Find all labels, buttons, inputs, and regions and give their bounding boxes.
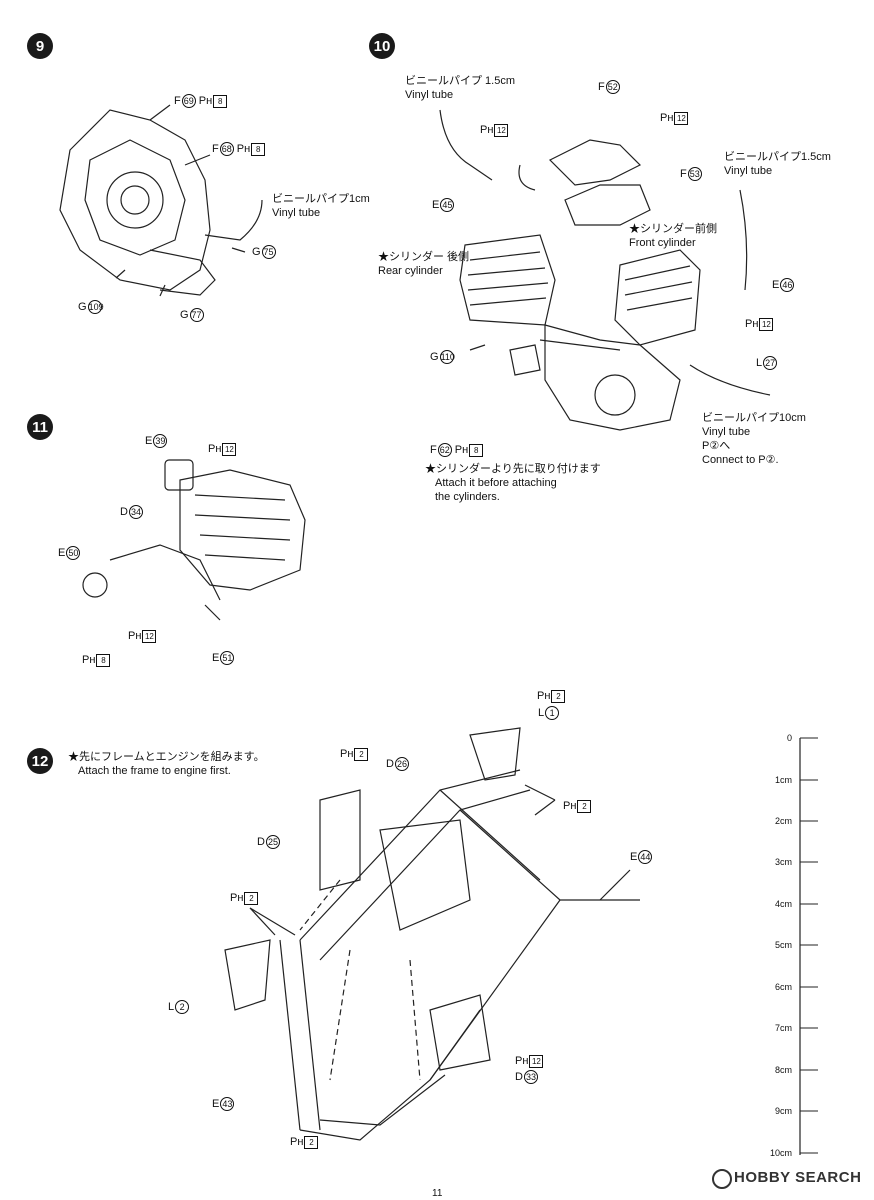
page-number: 11 — [432, 1188, 443, 1199]
watermark: HOBBY SEARCH — [734, 1169, 862, 1186]
engine-drawing-11 — [82, 459, 306, 621]
hobby-search-logo-icon — [712, 1169, 732, 1189]
step-12-number: 12 — [31, 752, 49, 770]
ruler-tick-label: 1cm — [774, 775, 792, 785]
step-11-badge: 11 — [27, 414, 53, 440]
frame-first-note: ★先にフレームとエンジンを組みます。Attach the frame to en… — [68, 751, 265, 777]
step-11-number: 11 — [32, 418, 48, 436]
ruler-ticks — [800, 737, 818, 1154]
ruler-tick-label: 7cm — [774, 1023, 792, 1033]
step-12-badge: 12 — [27, 748, 53, 774]
ruler-tick-label: 5cm — [774, 940, 792, 950]
step-9-badge: 9 — [27, 33, 53, 59]
step-10-number: 10 — [373, 37, 391, 55]
step-9-number: 9 — [35, 37, 45, 55]
ruler-tick-label: 0 — [786, 733, 792, 743]
ruler-tick-label: 10cm — [769, 1148, 792, 1158]
ruler-tick-label: 2cm — [774, 816, 792, 826]
ruler-tick-label: 6cm — [774, 982, 792, 992]
engine-drawing-10 — [439, 109, 771, 431]
step-10-badge: 10 — [369, 33, 395, 59]
ruler-tick-label: 8cm — [774, 1065, 792, 1075]
frame-drawing-12 — [224, 727, 640, 1141]
engine-case-drawing-9 — [59, 104, 263, 297]
ruler-tick-label: 3cm — [774, 857, 792, 867]
ruler-tick-label: 4cm — [774, 899, 792, 909]
ruler-tick-label: 9cm — [774, 1106, 792, 1116]
